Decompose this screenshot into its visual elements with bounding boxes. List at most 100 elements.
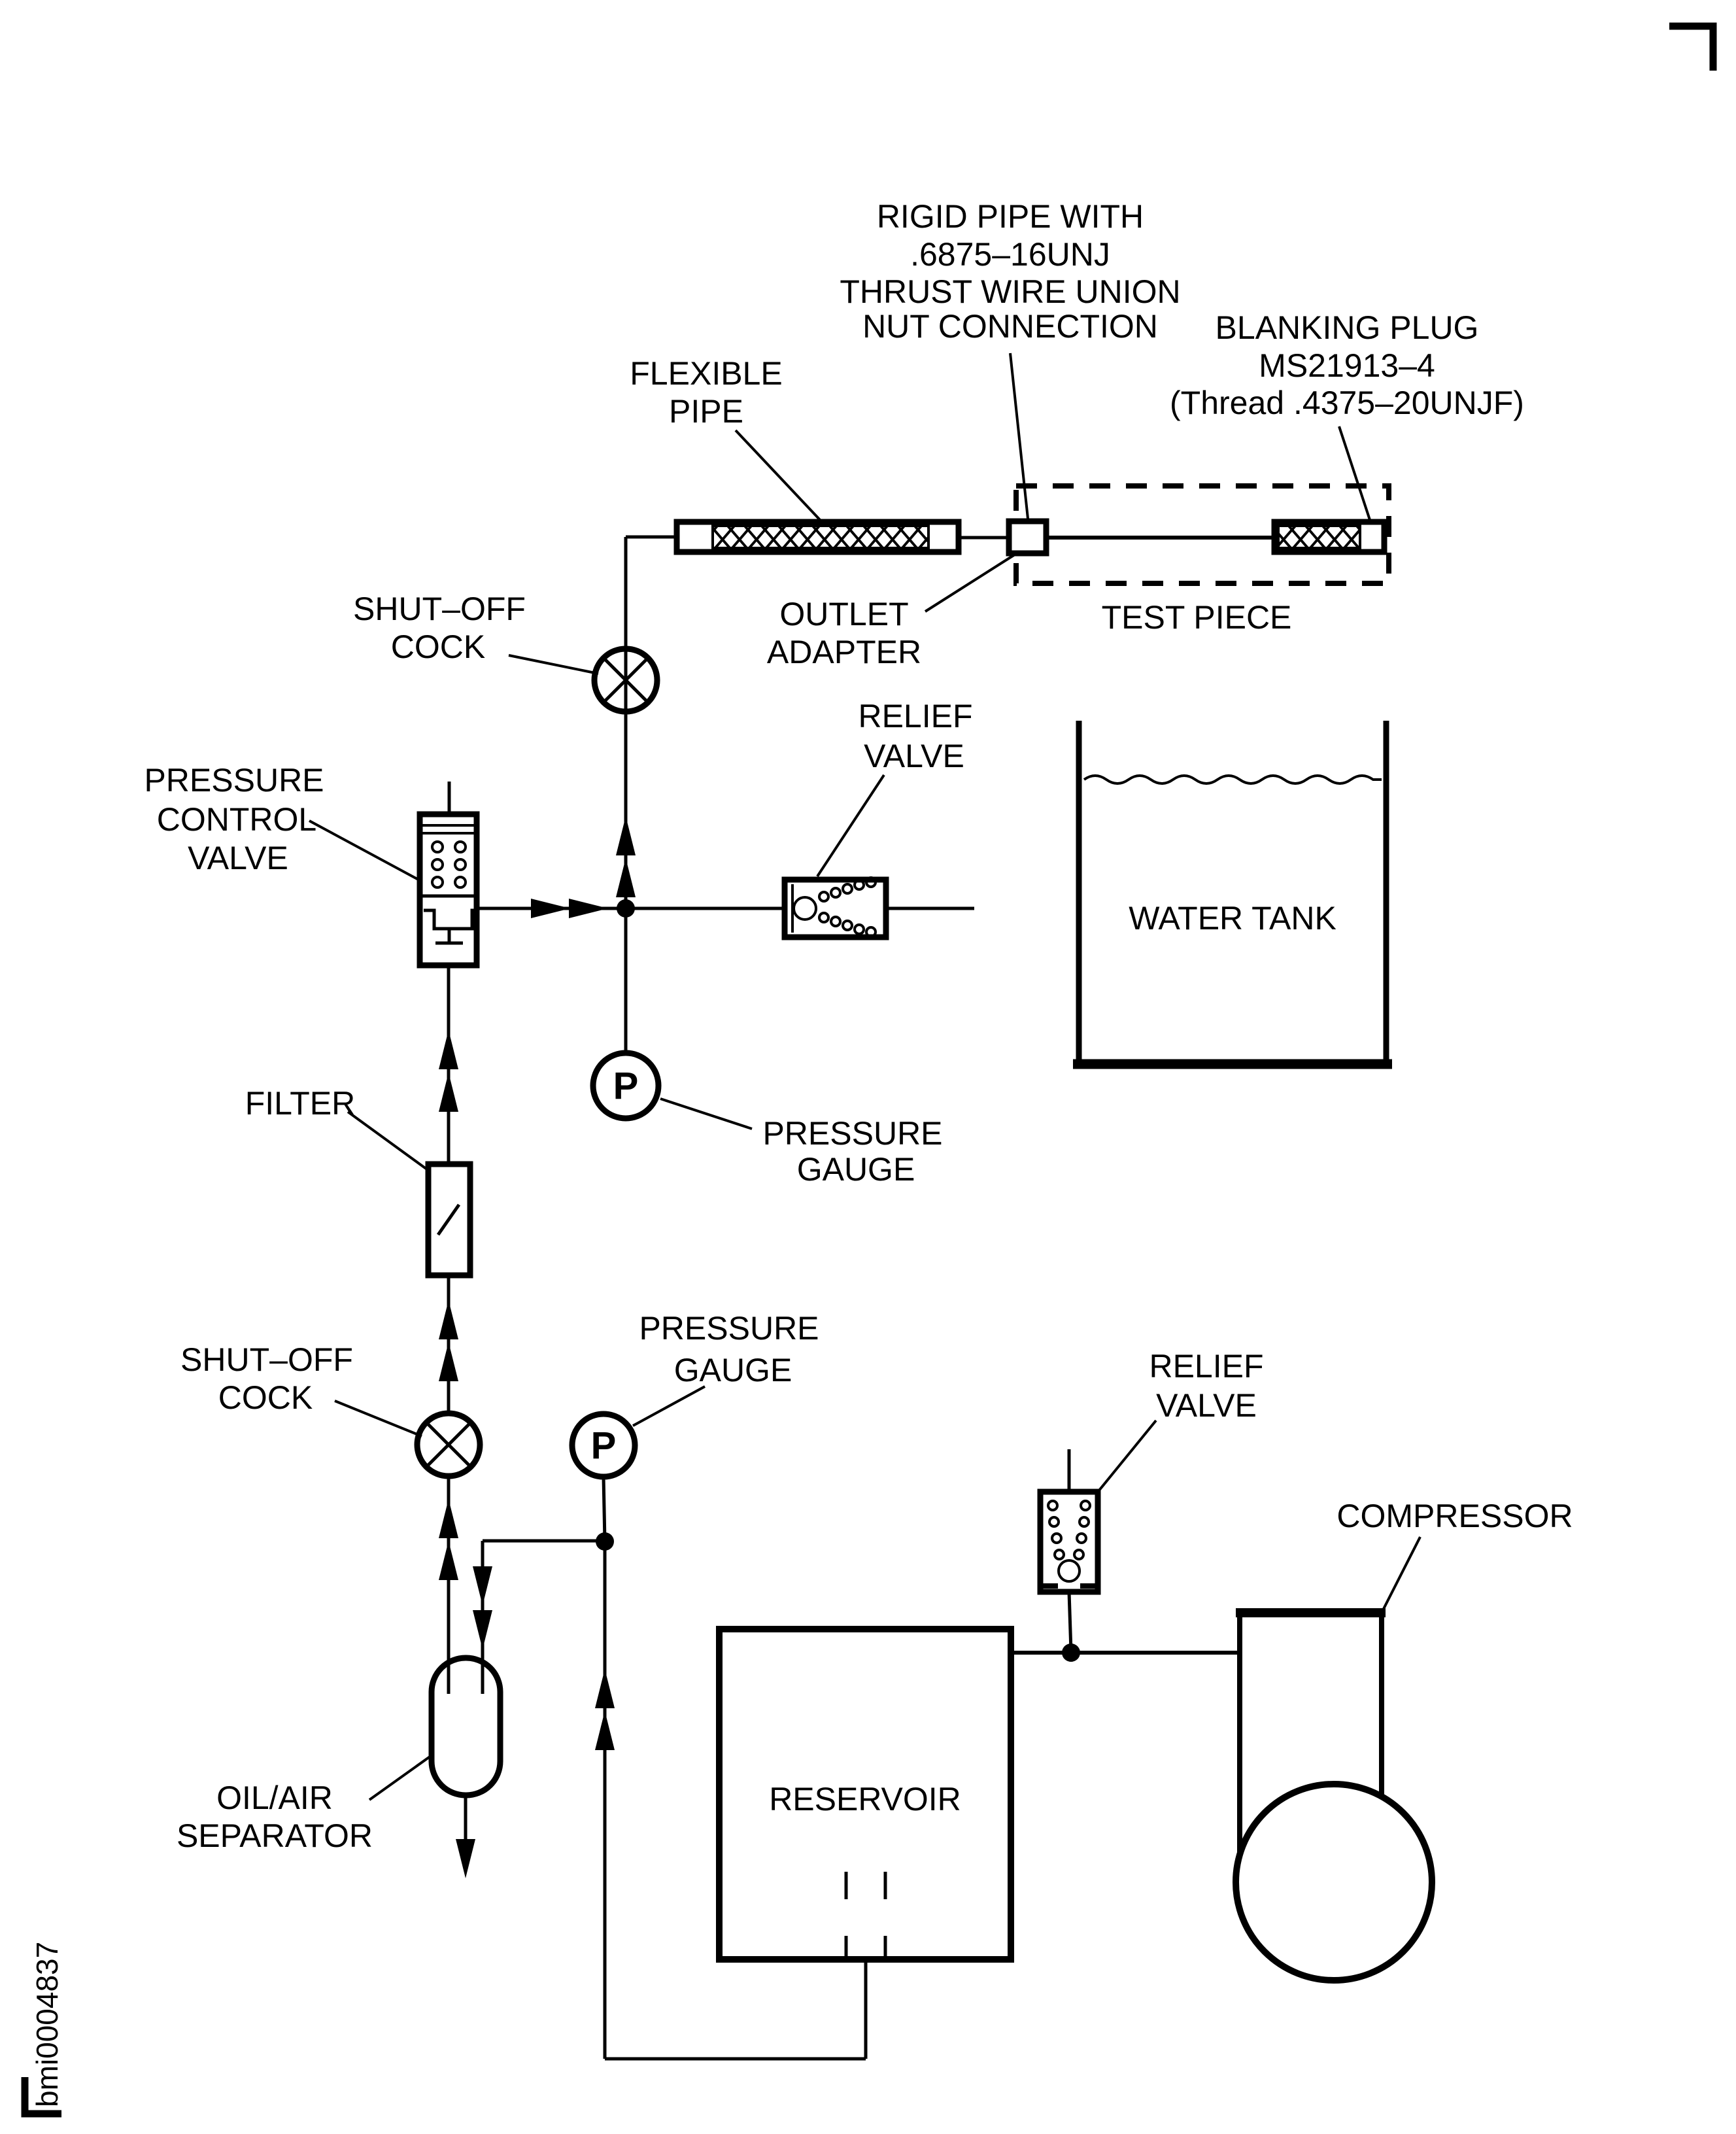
gauge-circle	[590, 1050, 662, 1122]
shut-off-cock-lower-symbol	[414, 1410, 483, 1479]
leader-pressure-gauge-upper	[660, 1097, 753, 1130]
gauge-letter: P	[613, 1065, 639, 1107]
flow-arrow-up	[439, 1073, 458, 1112]
relief-bubble	[853, 879, 865, 891]
relief-body	[1037, 1489, 1101, 1595]
figure-id-text: bmi0004837	[30, 1942, 64, 2107]
cock-x	[602, 657, 649, 704]
relief-valve-lower-symbol	[1037, 1449, 1101, 1652]
label-water-tank: WATER TANK	[1129, 900, 1336, 937]
label-relief-valve-upper: RELIEF VALVE	[858, 698, 972, 774]
relief-bubble	[842, 920, 853, 931]
relief-bubble	[818, 912, 830, 923]
valve-port	[431, 876, 444, 889]
flow-arrow-right	[531, 899, 570, 918]
label-line: COCK	[391, 628, 485, 665]
relief-ball	[792, 896, 817, 921]
outlet-adapter-symbol	[1006, 518, 1049, 557]
filter-symbol	[425, 1161, 473, 1279]
relief-bubble	[830, 916, 842, 927]
gauge-letter: P	[591, 1424, 617, 1467]
compressor-symbol	[1233, 1608, 1435, 1984]
label-line: VALVE	[864, 738, 964, 774]
label-line: RELIEF	[858, 698, 972, 734]
label-test-piece: TEST PIECE	[1102, 599, 1292, 636]
label-pressure-gauge-upper: PRESSURE GAUGE	[762, 1115, 942, 1188]
relief-bubble	[865, 876, 877, 888]
label-line: PRESSURE	[762, 1115, 942, 1152]
corner-mark-bottom-left	[21, 2077, 61, 2118]
leader-oil-air-separator	[368, 1753, 435, 1801]
flow-arrow-up	[616, 816, 636, 855]
label-line: SEPARATOR	[177, 1817, 373, 1854]
leader-compressor	[1382, 1536, 1421, 1611]
label-line: ADAPTER	[767, 634, 921, 670]
label-pressure-control-valve: PRESSURE CONTROL VALVE	[144, 762, 324, 876]
reservoir-symbol	[716, 1626, 1014, 1963]
top-pipe-assembly	[626, 483, 1391, 586]
valve-channel	[424, 908, 477, 931]
leader-flexible-pipe	[734, 429, 823, 523]
label-line: (Thread .4375–20UNJF)	[1170, 385, 1524, 421]
relief-outlet	[1067, 1591, 1073, 1652]
label-line: SHUT–OFF	[180, 1341, 353, 1378]
label-pressure-gauge-lower: PRESSURE GAUGE	[639, 1310, 819, 1388]
label-line: PRESSURE	[144, 762, 324, 799]
leader-blanking-plug	[1338, 426, 1371, 521]
pressure-gauge-lower-symbol: P	[569, 1411, 638, 1480]
flow-arrow-right	[569, 899, 608, 918]
label-line: GAUGE	[674, 1352, 792, 1388]
label-shut-off-cock-upper: SHUT–OFF COCK	[353, 591, 526, 665]
label-line: CONTROL	[157, 801, 316, 838]
label-flexible-pipe: FLEXIBLE PIPE	[630, 355, 782, 430]
relief-bubble	[1073, 1549, 1085, 1560]
cock-x	[425, 1421, 472, 1468]
relief-bubble	[1076, 1532, 1087, 1544]
valve-port	[431, 858, 444, 871]
valve-port	[454, 876, 467, 889]
label-line: NUT CONNECTION	[862, 308, 1158, 345]
label-relief-valve-lower: RELIEF VALVE	[1149, 1348, 1263, 1424]
flow-arrow-up	[439, 1499, 458, 1538]
flow-arrow-down	[473, 1566, 492, 1606]
label-line: FLEXIBLE	[630, 355, 782, 392]
flow-arrow-up	[439, 1030, 458, 1069]
pressure-control-valve-symbol	[417, 782, 480, 969]
filter-element	[436, 1203, 461, 1236]
label-line: RIGID PIPE WITH	[877, 198, 1144, 235]
reservoir-body	[716, 1626, 1014, 1963]
relief-bubble	[1047, 1500, 1059, 1511]
water-tank-symbol	[1073, 721, 1392, 1069]
leader-relief-valve-lower	[1097, 1419, 1157, 1492]
valve-port	[454, 840, 467, 853]
label-line: MS21913–4	[1259, 347, 1435, 384]
label-line: VALVE	[188, 840, 288, 876]
flow-arrow-up	[595, 1669, 615, 1708]
flexible-pipe-braid	[711, 525, 930, 549]
relief-bubble	[865, 926, 877, 938]
valve-port	[454, 858, 467, 871]
relief-bubble	[1080, 1500, 1091, 1511]
relief-bubble	[1051, 1532, 1063, 1544]
flow-arrow-up	[439, 1300, 458, 1339]
junction-dot	[1062, 1644, 1080, 1662]
valve-port	[431, 840, 444, 853]
label-outlet-adapter: OUTLET ADAPTER	[767, 596, 921, 670]
label-line: .6875–16UNJ	[910, 236, 1110, 273]
gauge-line	[602, 1476, 607, 1542]
leader-shut-off-cock-lower	[334, 1400, 422, 1437]
leader-outlet-adapter	[924, 553, 1016, 613]
label-reservoir: RESERVOIR	[769, 1781, 961, 1817]
label-line: THRUST WIRE UNION	[840, 273, 1180, 310]
shut-off-cock-upper-symbol	[591, 645, 660, 715]
relief-bubble	[830, 887, 842, 899]
label-line: PRESSURE	[639, 1310, 819, 1347]
flow-arrow-up	[595, 1711, 615, 1750]
pressure-gauge-upper-symbol: P	[590, 1050, 662, 1122]
oil-air-separator-symbol	[428, 1655, 503, 1798]
compressor-motor	[1233, 1781, 1435, 1984]
label-rigid-pipe: RIGID PIPE WITH .6875–16UNJ THRUST WIRE …	[840, 198, 1180, 345]
flow-arrow-down	[473, 1610, 492, 1649]
label-blanking-plug: BLANKING PLUG MS21913–4 (Thread .4375–20…	[1170, 309, 1524, 421]
